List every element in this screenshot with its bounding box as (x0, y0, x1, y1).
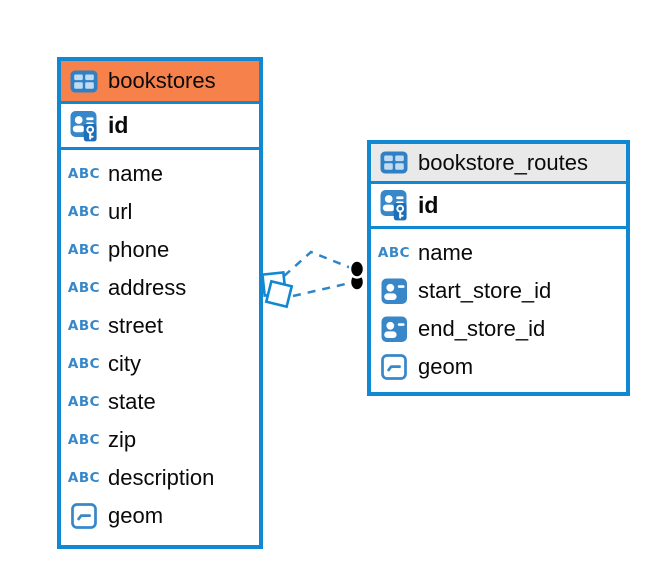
text-type-abc-icon: ABC (67, 318, 101, 334)
column-row[interactable]: ABC description (61, 459, 259, 497)
column-label: zip (108, 427, 137, 452)
column-label: street (108, 313, 164, 338)
text-type-abc-icon: ABC (377, 245, 411, 261)
relationship-target-marker (348, 259, 366, 292)
column-label: address (108, 275, 187, 300)
primary-key-user-icon (69, 109, 99, 142)
column-list: ABC name start_store_id end_store_id geo… (371, 229, 626, 386)
column-row[interactable]: geom (61, 497, 259, 535)
relationship-source-marker (261, 271, 294, 309)
text-type-abc-icon: ABC (67, 394, 101, 410)
table-node-bookstores[interactable]: bookstores id ABC name ABC url ABC phone… (57, 57, 263, 549)
relationship-line-upper (283, 250, 352, 277)
geometry-type-icon (69, 503, 99, 529)
relationship-line-lower (292, 281, 351, 298)
column-label: end_store_id (418, 316, 546, 341)
column-label: city (108, 351, 141, 376)
column-label: phone (108, 237, 170, 262)
column-row[interactable]: end_store_id (371, 310, 626, 348)
column-row-pk[interactable]: id (371, 184, 626, 229)
column-label: id (108, 112, 129, 138)
column-row[interactable]: ABC zip (61, 421, 259, 459)
relationship-connector[interactable] (261, 250, 366, 309)
column-list: ABC name ABC url ABC phone ABC address A… (61, 150, 259, 535)
column-row[interactable]: ABC street (61, 307, 259, 345)
table-header-bookstore-routes[interactable]: bookstore_routes (371, 144, 626, 184)
table-icon (69, 70, 99, 93)
text-type-abc-icon: ABC (67, 242, 101, 258)
table-node-bookstore-routes[interactable]: bookstore_routes id ABC name start_store… (367, 140, 630, 396)
text-type-abc-icon: ABC (67, 280, 101, 296)
column-row[interactable]: ABC state (61, 383, 259, 421)
text-type-abc-icon: ABC (67, 166, 101, 182)
column-row[interactable]: ABC name (371, 234, 626, 272)
column-label: name (418, 240, 474, 265)
text-type-abc-icon: ABC (67, 204, 101, 220)
reference-id-icon (379, 278, 409, 305)
column-row-pk[interactable]: id (61, 104, 259, 150)
table-header-bookstores[interactable]: bookstores (61, 61, 259, 104)
column-label: geom (418, 354, 474, 379)
column-row[interactable]: ABC address (61, 269, 259, 307)
column-row[interactable]: ABC city (61, 345, 259, 383)
text-type-abc-icon: ABC (67, 470, 101, 486)
column-label: state (108, 389, 156, 414)
table-title: bookstores (108, 68, 216, 93)
table-icon (379, 151, 409, 174)
column-label: geom (108, 503, 164, 528)
column-label: url (108, 199, 133, 224)
column-row[interactable]: ABC url (61, 193, 259, 231)
geometry-type-icon (379, 354, 409, 380)
text-type-abc-icon: ABC (67, 356, 101, 372)
column-row[interactable]: geom (371, 348, 626, 386)
column-row[interactable]: ABC phone (61, 231, 259, 269)
column-row[interactable]: start_store_id (371, 272, 626, 310)
column-label: start_store_id (418, 278, 552, 303)
column-row[interactable]: ABC name (61, 155, 259, 193)
column-label: description (108, 465, 215, 490)
reference-id-icon (379, 316, 409, 343)
column-label: name (108, 161, 164, 186)
text-type-abc-icon: ABC (67, 432, 101, 448)
column-label: id (418, 191, 439, 218)
primary-key-user-icon (379, 189, 409, 221)
table-title: bookstore_routes (418, 149, 588, 175)
